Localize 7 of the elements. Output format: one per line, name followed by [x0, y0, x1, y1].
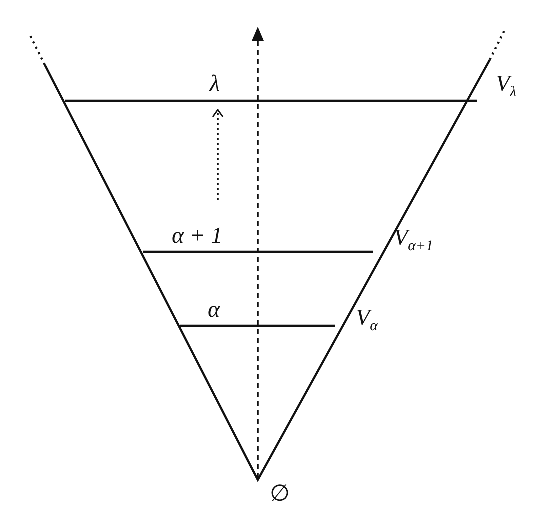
math-label: α + 1	[172, 224, 223, 247]
math-label: α	[208, 298, 220, 321]
math-label: V$_{λ}$	[496, 72, 517, 101]
math-label: V$_{α}$	[356, 306, 378, 335]
math-label: λ	[210, 72, 220, 95]
math-label: ∅	[270, 482, 290, 505]
math-label: V$_{α+1}$	[394, 226, 434, 255]
